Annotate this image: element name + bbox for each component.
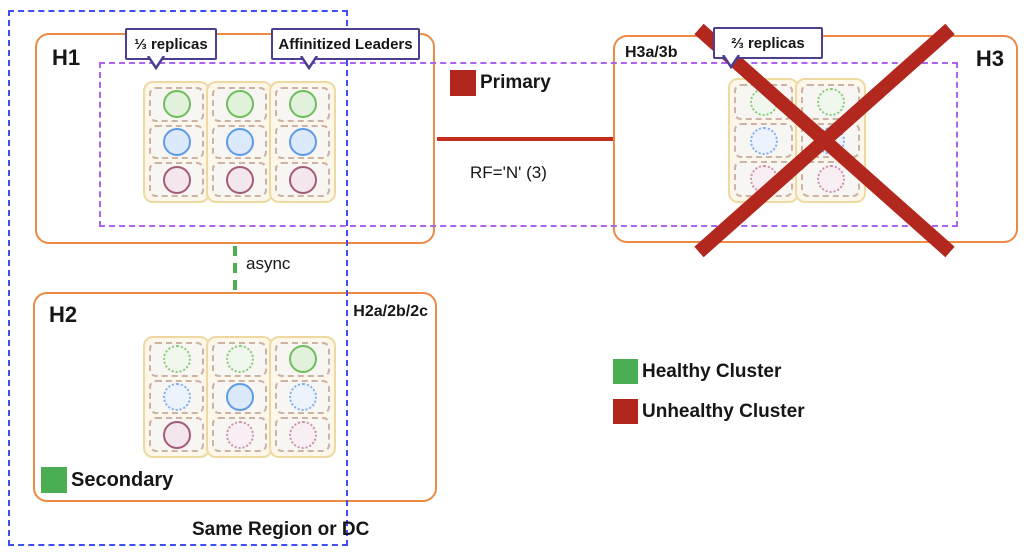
tablet-slot [212,417,267,453]
tablet-slot [275,87,330,122]
cluster-h1-label: H1 [52,45,81,70]
legend-label: Healthy Cluster [642,360,782,382]
node-card [728,78,799,203]
green-replica-dot [288,90,317,119]
blue-replica-dot [225,383,254,411]
legend-row: Unhealthy Cluster [613,399,805,424]
cluster-h3-box: H3a/3b H3 [613,35,1018,243]
tablet-slot [275,379,330,415]
cluster-h2-label: H2 [49,302,78,327]
callout-tail-icon [147,56,166,70]
green-replica-dot [749,87,778,116]
node-card [143,81,210,203]
primary-swatch-icon [450,70,476,96]
node-cards-h2 [143,336,336,458]
async-label: async [246,254,291,273]
legend-swatch-icon [613,359,638,384]
node-cards-h1 [143,81,336,203]
green-replica-dot [225,345,254,374]
rf-label: RF='N' (3) [470,163,547,182]
node-card [795,78,866,203]
tablet-slot [734,161,793,198]
tablet-slot [275,124,330,160]
callout-two-thirds-text: ⅔ replicas [731,34,805,52]
tablet-slot [149,87,204,122]
tablet-slot [212,379,267,415]
pink-replica-dot [288,420,317,449]
callout-tail-icon [300,56,319,70]
pink-replica-dot [225,420,254,449]
tablet-slot [734,84,793,120]
pink-replica-dot [749,165,778,194]
blue-replica-dot [816,126,845,155]
secondary-swatch-icon [41,467,67,493]
pink-replica-dot [816,165,845,194]
blue-replica-dot [225,128,254,156]
tablet-slot [149,379,204,415]
tablet-slot [801,84,860,120]
node-card [269,81,336,203]
blue-replica-dot [288,128,317,156]
node-card [143,336,210,458]
secondary-badge: Secondary [41,467,173,493]
cluster-h3-label: H3 [975,46,1004,71]
cluster-h3-sublabel: H3a/3b [625,44,678,61]
maroon-replica-dot [162,420,191,449]
tablet-slot [734,122,793,159]
node-cards-h3 [728,78,866,203]
tablet-slot [149,417,204,453]
node-card [206,336,273,458]
cluster-h2-sublabel: H2a/2b/2c [353,303,428,320]
legend-label: Unhealthy Cluster [642,400,805,422]
blue-replica-dot [162,128,191,156]
tablet-slot [801,161,860,198]
tablet-slot [212,162,267,198]
maroon-replica-dot [162,165,191,194]
maroon-replica-dot [225,165,254,194]
callout-two-thirds-replicas: ⅔ replicas [713,27,823,69]
cluster-h1-box: H1 [35,33,435,244]
green-replica-dot [162,345,191,374]
region-label: Same Region or DC [192,519,370,540]
sync-connector-line [437,137,613,141]
async-link-line [233,246,237,292]
callout-leaders-text: Affinitized Leaders [278,35,413,53]
callout-affinitized-leaders: Affinitized Leaders [271,28,420,70]
tablet-slot [275,162,330,198]
tablet-slot [149,342,204,377]
node-card [206,81,273,203]
tablet-slot [275,417,330,453]
secondary-label: Secondary [71,468,174,491]
green-replica-dot [162,90,191,119]
blue-replica-dot [749,126,778,155]
green-replica-dot [816,87,845,116]
node-card [269,336,336,458]
callout-one-third-text: ⅓ replicas [134,35,208,53]
tablet-slot [275,342,330,377]
maroon-replica-dot [288,165,317,194]
blue-replica-dot [288,383,317,411]
tablet-slot [212,87,267,122]
blue-replica-dot [162,383,191,411]
legend-row: Healthy Cluster [613,359,805,384]
green-replica-dot [288,345,317,374]
tablet-slot [212,124,267,160]
legend-swatch-icon [613,399,638,424]
green-replica-dot [225,90,254,119]
primary-badge: Primary [450,70,551,96]
tablet-slot [149,124,204,160]
tablet-slot [212,342,267,377]
callout-tail-icon [722,55,741,69]
callout-one-third-replicas: ⅓ replicas [125,28,217,70]
tablet-slot [801,122,860,159]
cluster-h2-box: H2 H2a/2b/2c Secondary [33,292,437,502]
tablet-slot [149,162,204,198]
primary-label: Primary [480,72,551,93]
